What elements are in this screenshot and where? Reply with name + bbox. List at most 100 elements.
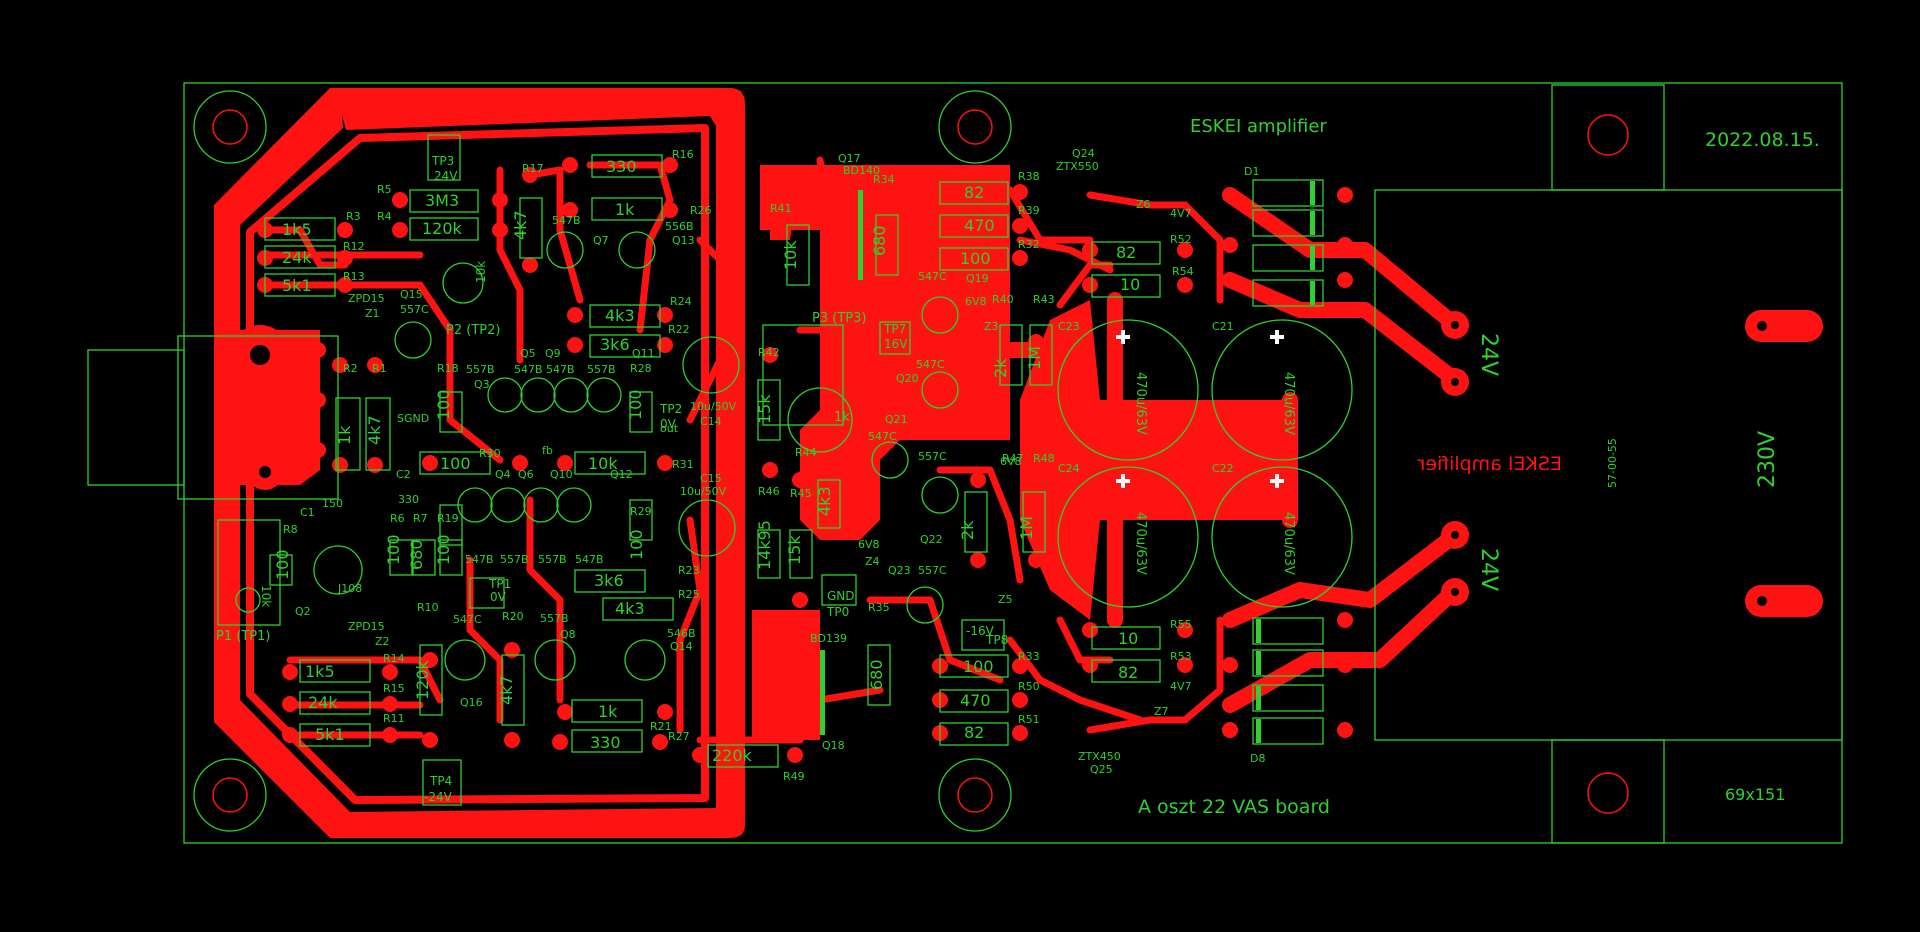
transistor-type-q23: 557C	[918, 564, 947, 577]
resistor-value-r31: 10k	[588, 454, 618, 473]
resistor-value-r55: 10	[1118, 629, 1138, 648]
resistor-value-r49: 220k	[712, 746, 753, 765]
transistor-ref-q5: Q5	[520, 347, 536, 360]
resistor-ref-r18: R18	[437, 362, 459, 375]
resistor-value-r54: 10	[1120, 275, 1140, 294]
resistor-value-r4: 120k	[422, 219, 463, 238]
resistor-ref-r42: R42	[758, 346, 780, 359]
pot-ref-p3: P3 (TP3)	[812, 311, 866, 326]
resistor-ref-r39: R39	[1018, 204, 1040, 217]
label-d8: D8	[1250, 752, 1265, 765]
resistor-ref-r44: R44	[795, 446, 817, 459]
capacitor-ref-c24: C24	[1058, 462, 1080, 475]
secondary-bottom: 24V	[1476, 548, 1501, 591]
testpoint-value-tp7: 16V	[884, 337, 908, 351]
pot-value-p1: 10k	[259, 585, 273, 607]
resistor-value-r52: 82	[1116, 243, 1136, 262]
resistor-value-r1: 4k7	[365, 415, 384, 445]
capacitor-ref-c21: C21	[1212, 320, 1234, 333]
resistor-value-r41: 10k	[781, 240, 800, 270]
transistor-ref-q3: Q3	[474, 378, 490, 391]
resistor-value-r25: 4k3	[615, 599, 645, 618]
resistor-value-r21: 330	[590, 733, 621, 752]
resistor-value-r18: 100	[434, 389, 453, 420]
resistor-ref-r49: R49	[783, 770, 805, 783]
resistor-ref-r2: R2	[343, 362, 358, 375]
zener-ref-z7: Z7	[1154, 705, 1169, 718]
transistor-type-q24: ZTX550	[1056, 160, 1099, 173]
transistor-ref-q13: Q13	[672, 234, 695, 247]
resistor-value-r19: 100	[434, 534, 453, 565]
resistor-value-r15: 24k	[308, 693, 338, 712]
resistor-ref-r21: R21	[650, 720, 672, 733]
secondary-top: 24V	[1476, 333, 1501, 376]
board-title: ESKEI amplifier	[1190, 116, 1327, 137]
capacitor-ref-c22: C22	[1212, 462, 1234, 475]
zener-ref-z1: Z1	[365, 307, 380, 320]
transistor-type-q3: 557B	[466, 363, 495, 376]
transistor-ref-q9: Q9	[545, 347, 561, 360]
cap-pour	[1020, 400, 1290, 520]
transistor-ref-q7: Q7	[593, 234, 609, 247]
capacitor-ref-c23: C23	[1058, 320, 1080, 333]
resistor-value-r42: 15k	[755, 394, 774, 424]
transistor-ref-q22: Q22	[920, 533, 943, 546]
resistor-ref-r47: R47	[1002, 452, 1024, 465]
transistor-ref-q10: Q10	[550, 468, 573, 481]
capacitor-ref-c15: C15	[700, 472, 722, 485]
resistor-ref-r51: R51	[1018, 713, 1040, 726]
resistor-ref-r27: R27	[668, 730, 690, 743]
testpoint-value-tp4: -24V	[424, 790, 453, 804]
testpoint-ref-tp0: TP0	[826, 605, 849, 619]
resistor-ref-r43: R43	[1033, 293, 1055, 306]
transistor-ref-q21: Q21	[885, 413, 908, 426]
resistor-value-r50: 470	[960, 691, 991, 710]
resistor-ref-r40: R40	[992, 293, 1014, 306]
resistor-ref-r45: R45	[790, 487, 812, 500]
resistor-value-r12: 24k	[282, 248, 312, 267]
transistor-type-q5: 547B	[514, 363, 543, 376]
transistor-ref-q24: Q24	[1072, 147, 1095, 160]
capacitor-value-c22: 470u/63V	[1281, 512, 1296, 575]
pot-value-p3: 1k	[834, 410, 850, 425]
resistor-ref-r25: R25	[678, 588, 700, 601]
resistor-value-r22: 3k6	[600, 335, 630, 354]
label-out: out	[660, 422, 679, 435]
transistor-type-q17: BD140	[843, 164, 880, 177]
electrolytic-capacitors	[678, 319, 1353, 608]
resistor-value-r40: 2k	[991, 358, 1010, 378]
resistor-value-r24: 4k3	[605, 306, 635, 325]
resistor-ref-r7: R7	[413, 512, 428, 525]
transistor-ref-q12: Q12	[610, 468, 633, 481]
transistor-ref-q15: Q15	[400, 288, 423, 301]
testpoint-value-tp3: 24V	[434, 169, 458, 183]
resistor-value-r23: 3k6	[594, 571, 624, 590]
resistor-ref-r22: R22	[668, 323, 690, 336]
testpoint-ref-tp1: TP1	[488, 577, 511, 591]
transistor-type-q7: 547B	[552, 214, 581, 227]
resistor-ref-r19: R19	[437, 512, 459, 525]
transistor-type-q14: 546B	[667, 627, 696, 640]
board-size: 69x151	[1725, 785, 1785, 804]
title-block: ESKEI amplifier 2022.08.15. A oszt 22 VA…	[1138, 116, 1820, 818]
resistor-ref-r20: R20	[502, 610, 524, 623]
resistor-value-r17: 4k7	[511, 210, 530, 240]
capacitor-value-c23: 470u/63V	[1133, 372, 1148, 435]
resistor-value-r10: 120k	[413, 659, 432, 700]
resistor-ref-r3: R3	[346, 210, 361, 223]
zener-value-z7: 4V7	[1170, 680, 1192, 693]
transistor-ref-q17: Q17	[838, 152, 861, 165]
capacitor-ref-c2: C2	[396, 468, 411, 481]
transistor-ref-q20: Q20	[896, 372, 919, 385]
capacitor-value-c2: 330	[398, 493, 419, 506]
zener-value-z6: 4V7	[1170, 207, 1192, 220]
transistor-type-q9: 547B	[546, 363, 575, 376]
transistor-ref-q4: Q4	[495, 468, 511, 481]
zener-value-z3: 6V8	[965, 295, 987, 308]
transistor-ref-q16: Q16	[460, 696, 483, 709]
label-d1: D1	[1244, 165, 1259, 178]
capacitor-value-c1: 150	[322, 497, 343, 510]
zener-ref-z3: Z3	[984, 320, 999, 333]
resistor-ref-r29: R29	[630, 505, 652, 518]
